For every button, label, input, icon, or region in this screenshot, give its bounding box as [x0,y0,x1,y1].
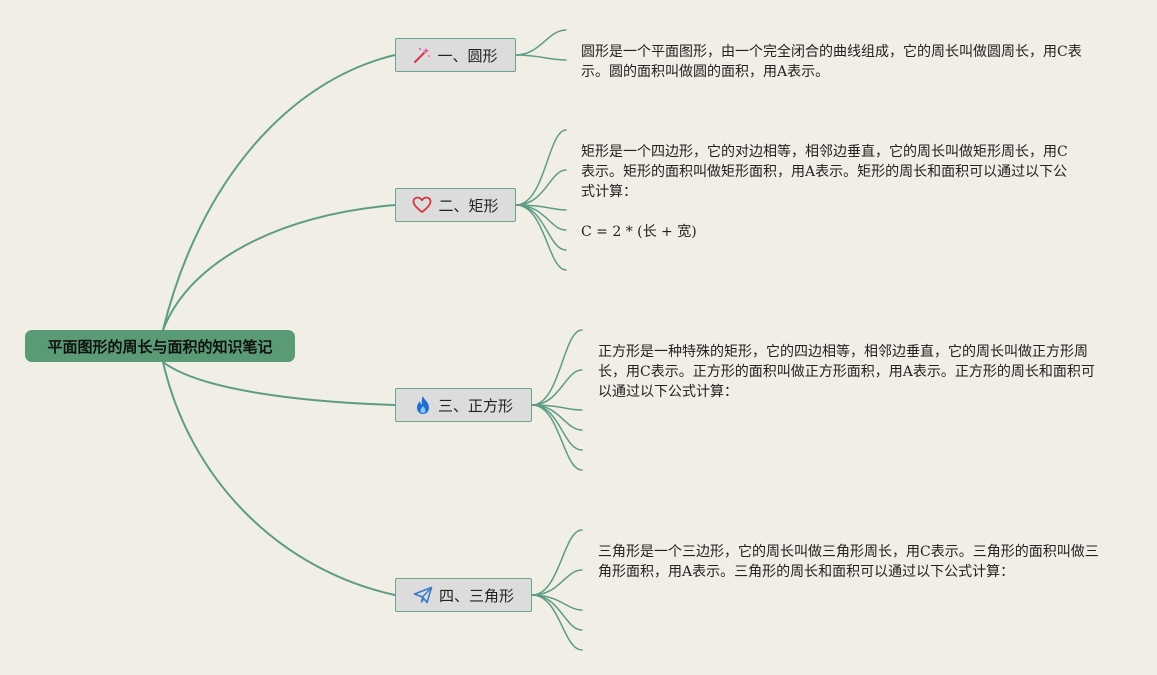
magic-wand-icon [413,46,431,64]
connector-branch-4-leaf-2 [531,569,583,596]
branch-topic-label: 二、矩形 [438,196,499,215]
branch-topic-circle[interactable]: 一、圆形 [395,38,516,72]
connector-branch-1-leaf-1 [515,29,567,56]
connector-branch-2-leaf-6 [515,204,567,271]
note-triangle: 三角形是一个三边形，它的周长叫做三角形周长，用C表示。三角形的面积叫做三角形面积… [598,544,1099,580]
connector-branch-1-leaf-2 [515,54,567,61]
branch-topic-label: 四、三角形 [438,586,514,605]
branch-topic-label: 一、圆形 [437,46,498,65]
fire-icon [414,395,432,415]
connector-root-branch-4 [162,361,396,596]
branch-topic-rectangle[interactable]: 二、矩形 [395,188,516,222]
connector-root-branch-1 [162,54,396,331]
branch-topic-triangle[interactable]: 四、三角形 [395,578,532,612]
note-rectangle: 矩形是一个四边形，它的对边相等，相邻边垂直，它的周长叫做矩形周长，用C表示。矩形… [581,144,1068,200]
connector-branch-3-leaf-6 [531,404,583,471]
connector-branch-4-leaf-5 [531,594,583,651]
heart-icon [412,196,432,214]
connector-root-branch-2 [162,204,396,331]
connector-branch-2-leaf-2 [515,169,567,206]
connector-root-branch-3 [162,361,396,406]
formula-rectangle-perimeter: C = 2 * (长 + 宽) [581,224,697,240]
note-circle: 圆形是一个平面图形，由一个完全闭合的曲线组成，它的周长叫做圆周长，用C表示。圆的… [581,44,1082,80]
branch-topic-square[interactable]: 三、正方形 [395,388,532,422]
connector-branch-2-leaf-1 [515,129,567,206]
connector-branch-4-leaf-1 [531,529,583,596]
paper-plane-icon [413,586,433,604]
connector-branch-3-leaf-2 [531,369,583,406]
root-topic[interactable]: 平面图形的周长与面积的知识笔记 [25,330,295,362]
note-square: 正方形是一种特殊的矩形，它的四边相等，相邻边垂直，它的周长叫做正方形周长，用C表… [598,344,1095,400]
connector-branch-3-leaf-1 [531,329,583,406]
branch-topic-label: 三、正方形 [437,396,513,415]
root-topic-label: 平面图形的周长与面积的知识笔记 [47,337,273,356]
connector-branch-3-leaf-4 [531,404,583,431]
